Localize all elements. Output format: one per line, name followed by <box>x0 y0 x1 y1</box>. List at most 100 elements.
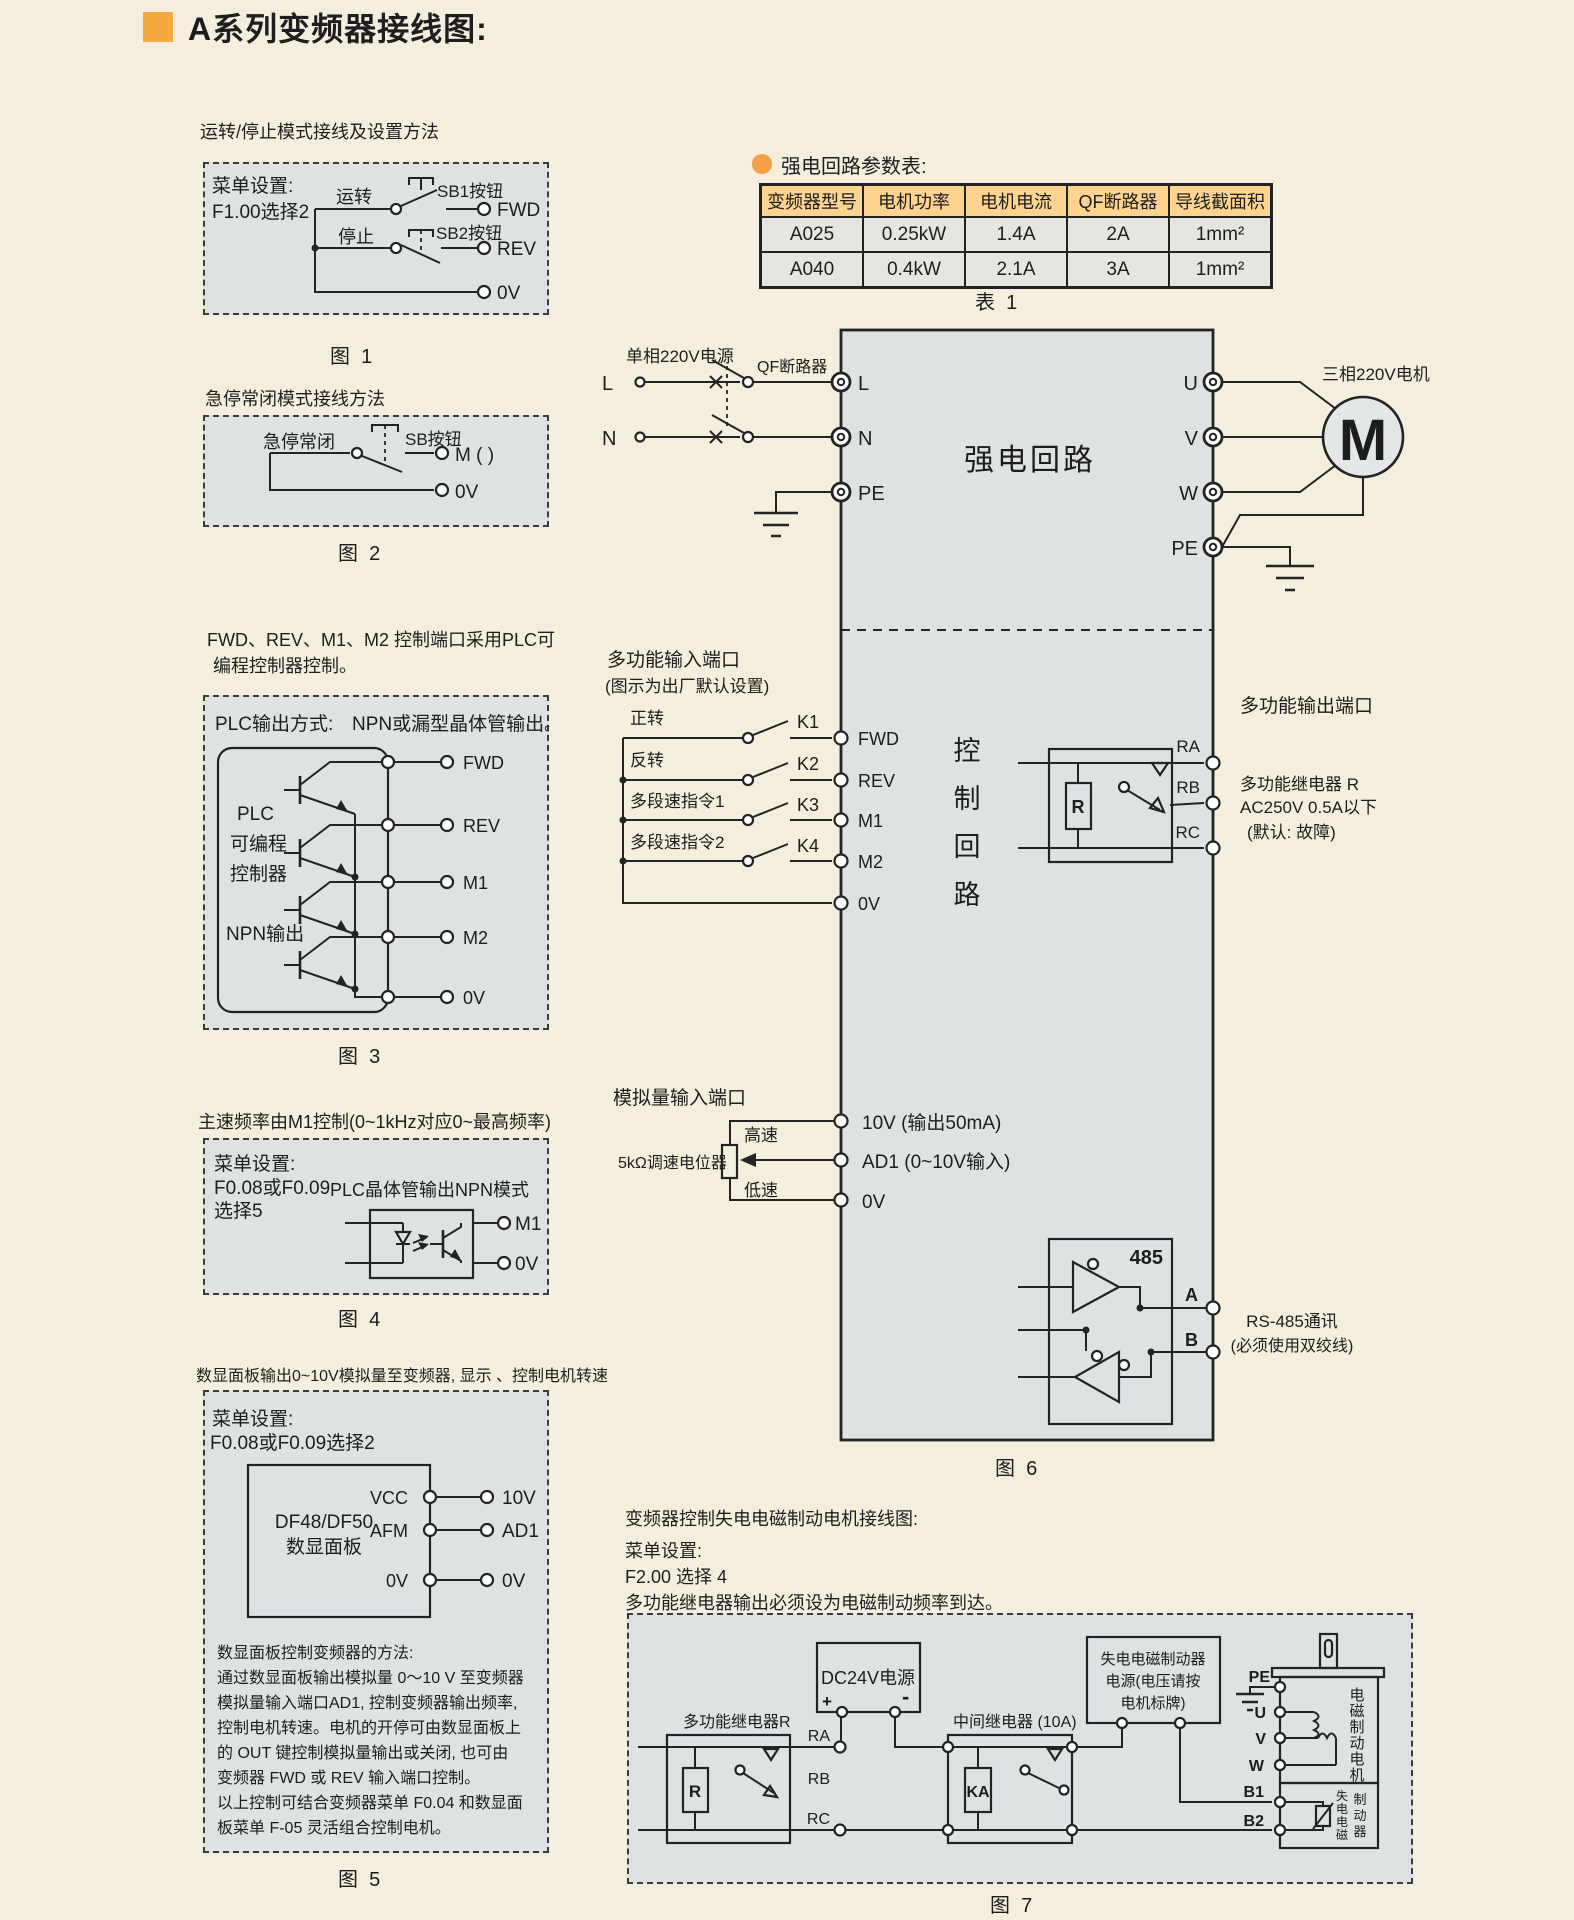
cell-a040-current: 2.1A <box>964 251 1068 289</box>
input-wires <box>619 720 849 911</box>
in-m2-label: M2 <box>858 852 883 872</box>
fig4-m1-label: M1 <box>515 1214 541 1235</box>
fig7-brake-supply-line1: 失电电磁制动器 <box>1100 1651 1205 1668</box>
chip-485-label: 485 <box>1130 1247 1163 1269</box>
k2-label: K2 <box>797 754 819 774</box>
fig5-0v-label: 0V <box>502 1571 526 1592</box>
title-bullet-square-icon <box>143 12 173 42</box>
fig7-header-line1: 变频器控制失电电磁制动电机接线图: <box>625 1509 918 1529</box>
fig3-m2-label: M2 <box>463 928 488 948</box>
fig7-header-line4: 多功能继电器输出必须设为电磁制动频率到达。 <box>625 1593 1003 1613</box>
supply-label: 单相220V电源 <box>626 347 734 366</box>
fig7-ka-label: KA <box>966 1784 990 1801</box>
table-row: A025 0.25kW 1.4A 2A 1mm² <box>759 216 1273 253</box>
brake-va-char4: 磁 <box>1336 1827 1348 1842</box>
terminal-l-label: L <box>858 373 869 395</box>
brake-va-char2: 电 <box>1336 1802 1348 1816</box>
terminal-pe-left-label: PE <box>858 483 885 505</box>
fig5-caption: 图 5 <box>338 1869 381 1891</box>
relay-coil-label: R <box>1072 797 1085 817</box>
fig1-diagram: 菜单设置: F1.00选择2 运转 停止 SB1按钮 SB2按钮 FWD REV… <box>212 175 540 304</box>
breaker-label: QF断路器 <box>757 358 827 376</box>
motor-v-char3: 制 <box>1349 1719 1364 1736</box>
fig2-caption: 图 2 <box>338 543 381 565</box>
fig2-wires <box>269 424 450 498</box>
motor-v-char4: 动 <box>1349 1735 1364 1752</box>
cell-a040-wire: 1mm² <box>1168 251 1273 289</box>
sw2-label: 反转 <box>630 751 664 770</box>
fig7-mid-relay <box>846 1728 1272 1845</box>
fig4-diagram: 菜单设置: F0.08或F0.09 选择5 PLC晶体管输出NPN模式 M1 0… <box>214 1153 541 1280</box>
fig4-optocoupler <box>345 1208 512 1280</box>
page-title: A系列变频器接线图: <box>188 11 488 47</box>
rb-label: RB <box>1176 778 1200 797</box>
fig7-panel <box>627 1613 1413 1884</box>
fig7-rb-label: RB <box>808 1771 830 1788</box>
fig1-0v-label: 0V <box>497 283 521 304</box>
table-header-power: 电机功率 <box>862 183 966 218</box>
rs485-note-2: (必须使用双绞线) <box>1231 1337 1354 1355</box>
brake-vb-char3: 器 <box>1353 1824 1366 1839</box>
ra-label: RA <box>1176 737 1200 756</box>
brake-vb-char1: 制 <box>1353 1792 1366 1807</box>
output-title: 多功能输出端口 <box>1240 695 1373 717</box>
fig5-note-line5: 的 OUT 键控制模拟量输出或关闭, 也可由 <box>217 1744 508 1762</box>
table-header-current: 电机电流 <box>964 183 1068 218</box>
analog-wires <box>720 1113 849 1208</box>
table-header-breaker: QF断路器 <box>1066 183 1170 218</box>
fig5-menu-line2: F0.08或F0.09选择2 <box>210 1432 375 1454</box>
fig2-0v-label: 0V <box>455 482 479 503</box>
relay-symbol <box>1018 747 1221 864</box>
fig4-panel <box>203 1138 549 1295</box>
fig7-brake-motor <box>1236 1632 1386 1850</box>
cell-a025-power: 0.25kW <box>862 216 966 253</box>
pot-label: 5kΩ调速电位器 <box>618 1154 727 1172</box>
fig7-w-label: W <box>1249 1758 1265 1775</box>
fig7-motor-vertical-label: 电 磁 制 动 电 机 <box>1349 1687 1364 1784</box>
fig5-note: 数显面板控制变频器的方法: 通过数显面板输出模拟量 0～10 V 至变频器 模拟… <box>217 1644 524 1837</box>
fig1-caption: 图 1 <box>330 346 373 368</box>
fig1-fwd-terminal <box>476 201 492 217</box>
control-char-3: 回 <box>954 832 981 862</box>
fig5-wires <box>422 1489 495 1588</box>
breaker-wires <box>634 359 832 538</box>
fig5-pin-0v: 0V <box>386 1571 408 1591</box>
fig7-brake-supply <box>1085 1635 1272 1803</box>
brake-vb-char2: 动 <box>1353 1808 1366 1823</box>
analog-10v-label: 10V (输出50mA) <box>862 1112 1001 1134</box>
pot-high-label: 高速 <box>744 1126 778 1145</box>
fig1-wires <box>311 177 492 300</box>
fig3-panel <box>203 695 549 1030</box>
fig5-note-line7: 以上控制可结合变频器菜单 F0.04 和数显面 <box>217 1794 523 1812</box>
table-title: 强电回路参数表: <box>781 156 927 178</box>
fig3-plc-line1: PLC <box>237 804 274 825</box>
fig3-transistors <box>284 761 381 998</box>
fig7-diagram: 多功能继电器R R RA RB RC DC24V电源 + - 中间继电器 (10… <box>638 1632 1386 1850</box>
relay-note-1: 多功能继电器 R <box>1240 775 1359 794</box>
table-caption: 表 1 <box>975 292 1018 314</box>
motor-label: 三相220V电机 <box>1322 365 1430 384</box>
k1-label: K1 <box>797 712 819 732</box>
fig7-dc24v <box>815 1641 943 1748</box>
fig2-sb-label: SB按钮 <box>405 430 462 449</box>
fig5-ad1-label: AD1 <box>502 1521 539 1542</box>
fig7-dc-label: DC24V电源 <box>821 1668 915 1688</box>
terminal-v-label: V <box>1185 428 1199 450</box>
fig7-ra-label: RA <box>808 1728 831 1745</box>
fig7-rc-label: RC <box>807 1811 830 1828</box>
terminal-n-label: N <box>858 428 872 450</box>
fig3-terminals <box>380 754 455 1005</box>
fig3-fwd-label: FWD <box>463 753 504 773</box>
fig5-10v-label: 10V <box>502 1488 536 1509</box>
fig7-brake-vertical-label: 失 电 电 磁 制 动 器 <box>1336 1788 1367 1842</box>
analog-title: 模拟量输入端口 <box>613 1087 746 1109</box>
fig7-minus-label: - <box>902 1684 909 1709</box>
fig6-diagram: 强电回路 控 制 回 路 单相220V电源 QF断路器 L N <box>602 328 1430 1442</box>
fig4-caption: 图 4 <box>338 1309 381 1331</box>
brake-va-char1: 失 <box>1336 1788 1348 1803</box>
fig1-menu-line2: F1.00选择2 <box>212 201 309 223</box>
fig2-section-title: 急停常闭模式接线方法 <box>205 389 385 409</box>
fig4-mode-value: PLC晶体管输出NPN模式 <box>330 1180 529 1200</box>
terminal-u-label: U <box>1184 373 1198 395</box>
